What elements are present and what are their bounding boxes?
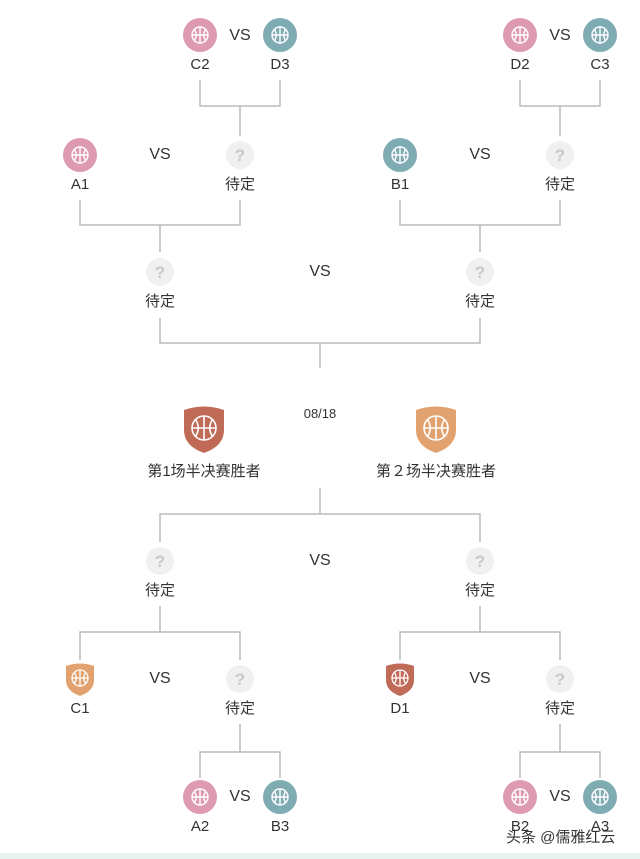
tbd-label: 待定 [224, 176, 255, 193]
question-icon: ? [226, 665, 254, 693]
question-icon: ? [146, 258, 174, 286]
team-label: A3 [590, 818, 610, 835]
question-icon: ? [146, 547, 174, 575]
team-c3[interactable]: C3 [560, 18, 640, 74]
question-icon: ? [546, 665, 574, 693]
team-a3[interactable]: A3 [560, 780, 640, 836]
vs-label: VS [469, 146, 491, 163]
team-c2[interactable]: C2 [160, 18, 240, 74]
basketball-icon [503, 18, 537, 52]
svg-text:?: ? [235, 670, 245, 689]
tbd-slot[interactable]: ? 待定 [200, 662, 280, 718]
team-label: D3 [270, 56, 290, 73]
basketball-icon [183, 18, 217, 52]
svg-text:?: ? [555, 146, 565, 165]
vs-label: VS [149, 146, 171, 163]
question-icon: ? [466, 547, 494, 575]
tbd-slot[interactable]: ? 待定 [440, 255, 520, 311]
vs-label: VS [309, 552, 331, 569]
team-b1[interactable]: B1 [360, 138, 440, 194]
basketball-icon [583, 780, 617, 814]
tbd-label: 待定 [544, 176, 575, 193]
footer-bar [0, 853, 640, 859]
team-label: D1 [390, 700, 410, 717]
tbd-label: 待定 [144, 582, 175, 599]
tbd-label: 待定 [544, 700, 575, 717]
final-right-label: 第２场半决赛胜者 [375, 463, 496, 480]
final-left-label: 第1场半决赛胜者 [147, 463, 261, 480]
svg-text:?: ? [155, 263, 165, 282]
tbd-label: 待定 [464, 293, 495, 310]
tbd-slot[interactable]: ? 待定 [120, 544, 200, 600]
final-left[interactable]: 第1场半决赛胜者 [104, 404, 304, 481]
team-a2[interactable]: A2 [160, 780, 240, 836]
question-icon: ? [546, 141, 574, 169]
vs-label: VS [229, 27, 251, 44]
vs-label: VS [309, 263, 331, 280]
team-label: B3 [270, 818, 290, 835]
team-d3[interactable]: D3 [240, 18, 320, 74]
tbd-label: 待定 [224, 700, 255, 717]
team-label: B2 [510, 818, 530, 835]
shield-basketball-icon [184, 406, 224, 453]
svg-text:?: ? [155, 552, 165, 571]
team-label: B1 [390, 176, 410, 193]
team-b2[interactable]: B2 [480, 780, 560, 836]
shield-basketball-icon [386, 663, 414, 696]
team-label: C3 [590, 56, 610, 73]
tbd-slot[interactable]: ? 待定 [520, 138, 600, 194]
team-d1[interactable]: D1 [360, 662, 440, 718]
team-label: C2 [190, 56, 210, 73]
final-right[interactable]: 第２场半决赛胜者 [336, 404, 536, 481]
match-date: 08/18 [303, 406, 337, 421]
tbd-slot[interactable]: ? 待定 [440, 544, 520, 600]
tbd-slot[interactable]: ? 待定 [520, 662, 600, 718]
tbd-label: 待定 [464, 582, 495, 599]
team-b3[interactable]: B3 [240, 780, 320, 836]
vs-label: VS [469, 670, 491, 687]
team-label: A2 [190, 818, 210, 835]
tbd-slot[interactable]: ? 待定 [200, 138, 280, 194]
team-label: C1 [70, 700, 90, 717]
basketball-icon [583, 18, 617, 52]
watermark: 头条 @儒雅红云 [506, 829, 616, 846]
team-label: D2 [510, 56, 530, 73]
tbd-slot[interactable]: ? 待定 [120, 255, 200, 311]
vs-label: VS [549, 788, 571, 805]
svg-text:?: ? [555, 670, 565, 689]
svg-text:?: ? [475, 552, 485, 571]
team-d2[interactable]: D2 [480, 18, 560, 74]
basketball-icon [63, 138, 97, 172]
tbd-label: 待定 [144, 293, 175, 310]
shield-basketball-icon [66, 663, 94, 696]
question-icon: ? [466, 258, 494, 286]
team-label: A1 [70, 176, 90, 193]
basketball-icon [503, 780, 537, 814]
shield-basketball-icon [416, 406, 456, 453]
vs-label: VS [549, 27, 571, 44]
vs-label: VS [229, 788, 251, 805]
team-a1[interactable]: A1 [40, 138, 120, 194]
svg-text:?: ? [475, 263, 485, 282]
basketball-icon [263, 18, 297, 52]
basketball-icon [263, 780, 297, 814]
team-c1[interactable]: C1 [40, 662, 120, 718]
vs-label: VS [149, 670, 171, 687]
basketball-icon [383, 138, 417, 172]
svg-text:?: ? [235, 146, 245, 165]
basketball-icon [183, 780, 217, 814]
question-icon: ? [226, 141, 254, 169]
